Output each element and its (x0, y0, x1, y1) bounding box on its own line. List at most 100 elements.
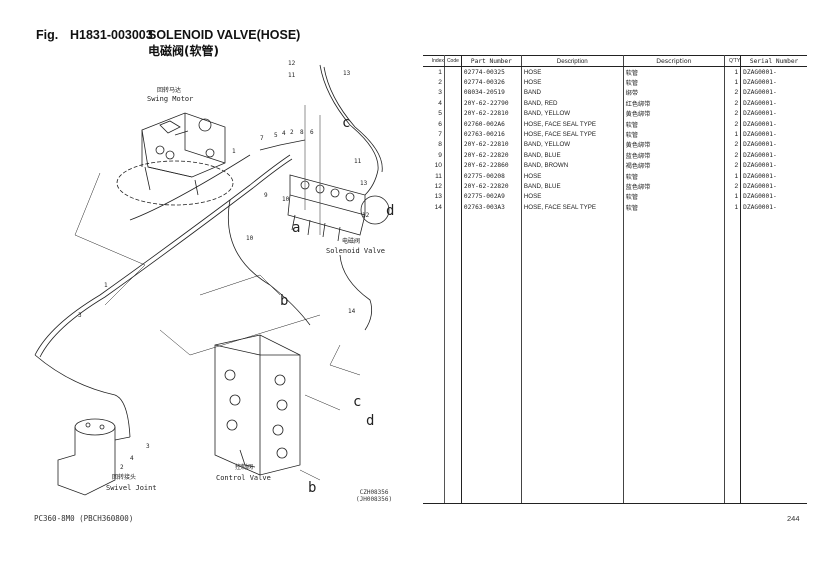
cell-description: HOSE, FACE SEAL TYPE (521, 129, 624, 140)
header-code: Code (444, 55, 462, 67)
cell-description-cn: 黄色绑带 (623, 108, 726, 119)
empty-cell (724, 212, 742, 505)
cell-code (444, 66, 462, 78)
cell-description-cn: 褐色绑带 (623, 160, 726, 171)
cell-serial: DZAG0001- (743, 79, 777, 87)
empty-cell (461, 212, 522, 505)
table-header-row: Index Code Part Number Description Descr… (423, 55, 807, 67)
cell-description: BAND, BROWN (521, 160, 624, 171)
cell-description: HOSE (521, 77, 624, 88)
cell-code (444, 191, 462, 203)
cell-description-cn: 黄色绑带 (623, 139, 726, 151)
page-number: 244 (787, 514, 800, 523)
solenoid-valve-caption: Solenoid Valve (326, 247, 385, 255)
empty-cell (444, 212, 462, 505)
connection-a: a (292, 220, 300, 236)
leader-lines (74, 105, 361, 481)
callout-7: 7 (260, 135, 264, 142)
fig-label: Fig. (36, 28, 59, 42)
cell-index: 9 (423, 150, 445, 161)
cell-part-number: 20Y-62-22860 (461, 160, 522, 171)
callout-3-swivel: 3 (146, 443, 150, 450)
cell-description: BAND, BLUE (521, 181, 624, 192)
cell-part-number: 20Y-62-22820 (461, 150, 522, 161)
cell-description-cn: 软管 (623, 202, 726, 213)
cell-description: HOSE (521, 66, 624, 78)
cell-qty: 1 (724, 66, 742, 78)
cell-serial: DZAG0001- (743, 89, 777, 97)
solenoid-valve-drawing (287, 174, 390, 242)
callout-3: 3 (78, 312, 82, 319)
cell-serial: DZAG0001- (743, 110, 777, 118)
cell-qty: 2 (724, 98, 742, 109)
callout-10-lower: 10 (246, 235, 254, 242)
cell-serial: DZAG0001- (743, 182, 777, 190)
cell-serial: DZAG0001- (743, 68, 777, 76)
header-serial: Serial Number (740, 55, 807, 67)
drawing-number-primary: CZH08356 (359, 489, 389, 496)
callout-13-mid: 13 (360, 180, 368, 187)
cell-description-cn: 软管 (623, 170, 726, 182)
cell-code (444, 77, 462, 88)
cell-part-number: 08034-20519 (461, 87, 522, 99)
cell-description-cn: 绑带 (623, 87, 726, 99)
cell-code (444, 181, 462, 192)
cell-part-number: 02774-00325 (461, 66, 522, 78)
cell-index: 7 (423, 129, 445, 140)
drawing-number-secondary: (JH008356) (356, 496, 393, 503)
footer-model: PC360-8M0 (PBCH360800) (34, 514, 134, 523)
cell-description: HOSE, FACE SEAL TYPE (521, 118, 624, 130)
table-filler-row (423, 212, 807, 505)
cell-qty: 1 (724, 202, 742, 213)
swivel-joint-drawing (57, 418, 131, 496)
callout-6: 6 (310, 129, 314, 136)
header-qty: Q'TY (724, 55, 742, 67)
cell-description-cn: 软管 (623, 129, 726, 140)
cell-code (444, 139, 462, 151)
cell-description: HOSE (521, 191, 624, 203)
connection-b-lower: b (308, 480, 316, 496)
cell-index: 4 (423, 98, 445, 109)
swivel-joint-caption: Swivel Joint (106, 484, 157, 492)
swing-motor-caption-cn: 回转马达 (157, 86, 181, 94)
cell-part-number: 02774-00326 (461, 77, 522, 88)
cell-description-cn: 红色绑带 (623, 98, 726, 109)
cell-description: BAND, YELLOW (521, 139, 624, 151)
cell-part-number: 20Y-62-22810 (461, 108, 522, 119)
connection-b-upper: b (280, 293, 288, 309)
cell-index: 14 (423, 202, 445, 213)
cell-index: 1 (423, 66, 445, 78)
cell-part-number: 02763-003A3 (461, 202, 522, 213)
cell-code (444, 118, 462, 130)
header-description-cn: Description (623, 55, 726, 67)
callout-4-swivel: 4 (130, 455, 134, 462)
cell-qty: 1 (724, 191, 742, 203)
cell-description: BAND (521, 87, 624, 99)
cell-part-number: 02763-00216 (461, 129, 522, 140)
cell-description-cn: 软管 (623, 77, 726, 88)
cell-index: 11 (423, 170, 445, 182)
cell-part-number: 20Y-62-22810 (461, 139, 522, 151)
cell-description-cn: 软管 (623, 118, 726, 130)
cell-code (444, 87, 462, 99)
cell-part-number: 20Y-62-22820 (461, 181, 522, 192)
cell-code (444, 202, 462, 213)
connection-d-upper: d (386, 203, 394, 219)
cell-description-cn: 软管 (623, 66, 726, 78)
cell-serial: DZAG0001- (743, 203, 777, 211)
cell-code (444, 160, 462, 171)
